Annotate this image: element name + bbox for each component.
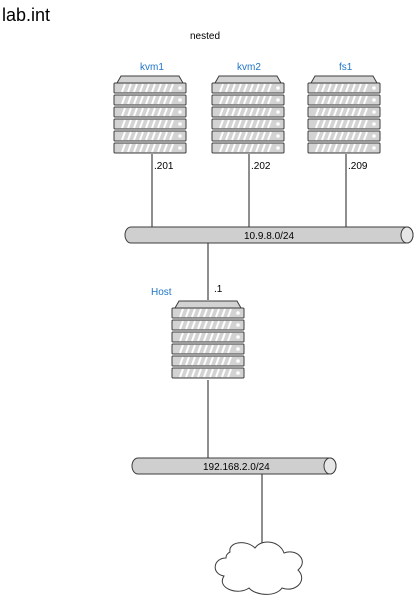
- wan-network-label: 192.168.2.0/24: [203, 462, 270, 473]
- kvm1-name: kvm1: [140, 62, 164, 73]
- host-server-icon: [172, 301, 244, 378]
- kvm1-ip: .201: [154, 161, 174, 172]
- fs1-name: fs1: [339, 62, 353, 73]
- cloud-icon: [214, 541, 303, 595]
- kvm1-server-icon: [114, 76, 186, 153]
- kvm2-ip: .202: [251, 161, 271, 172]
- host-name: Host: [151, 287, 172, 298]
- kvm2-name: kvm2: [237, 62, 261, 73]
- fs1-server-icon: [308, 76, 380, 153]
- fs1-ip: .209: [348, 161, 368, 172]
- diagram-title: lab.int: [2, 5, 50, 25]
- lan-network-label: 10.9.8.0/24: [244, 231, 294, 242]
- host-ip: .1: [214, 284, 223, 295]
- lan-bus-icon: [124, 226, 414, 244]
- kvm2-server-icon: [212, 76, 284, 153]
- wan-bus-icon: [131, 457, 337, 475]
- nested-label: nested: [190, 31, 220, 42]
